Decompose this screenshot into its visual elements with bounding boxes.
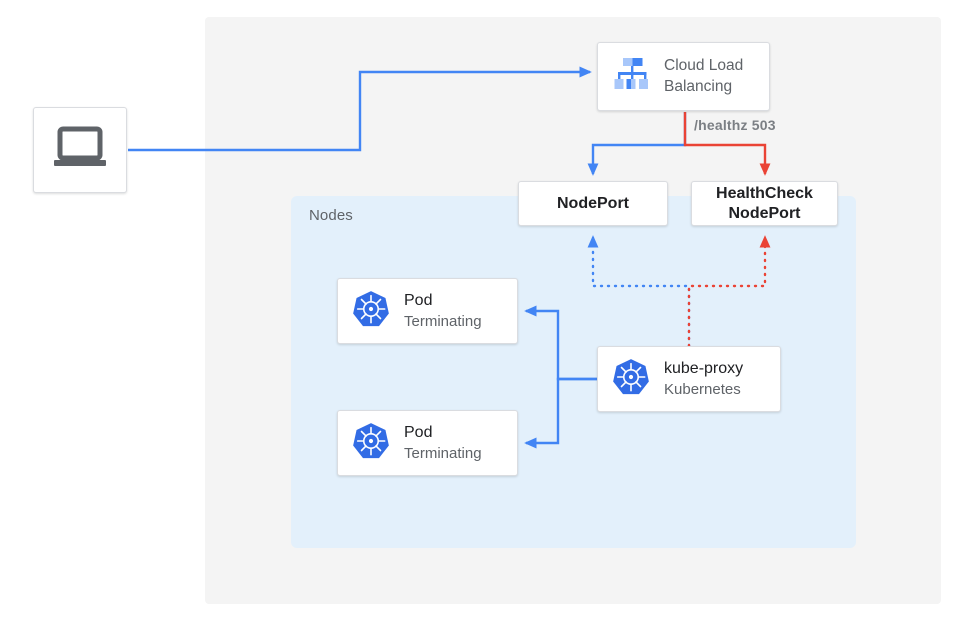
cloud-load-balancing-label: Cloud Load Balancing [664,56,744,95]
pod-node-2[interactable]: Pod Terminating [337,410,518,476]
kube-proxy-title: kube-proxy [664,359,744,377]
cloud-load-balancing-icon [610,53,652,100]
pod-node-1[interactable]: Pod Terminating [337,278,518,344]
pod-status: Terminating [404,312,482,330]
healthz-edge-label: /healthz 503 [694,117,776,133]
nodes-panel-label: Nodes [309,207,353,224]
pod-status: Terminating [404,444,482,462]
cloud-load-balancing-node[interactable]: Cloud Load Balancing [597,42,770,111]
pod-title: Pod [404,423,433,441]
kubernetes-icon [352,290,390,333]
kube-proxy-subtitle: Kubernetes [664,380,741,398]
nodeport-node[interactable]: NodePort [518,181,668,226]
kubernetes-icon [612,358,650,401]
nodeport-label: NodePort [557,194,629,212]
laptop-icon [52,126,108,175]
client-node[interactable] [33,107,127,193]
kube-proxy-node[interactable]: kube-proxy Kubernetes [597,346,781,412]
healthcheck-nodeport-node[interactable]: HealthCheck NodePort [691,181,838,226]
kubernetes-icon [352,422,390,465]
healthcheck-nodeport-label: HealthCheck NodePort [716,184,813,222]
pod-title: Pod [404,291,433,309]
